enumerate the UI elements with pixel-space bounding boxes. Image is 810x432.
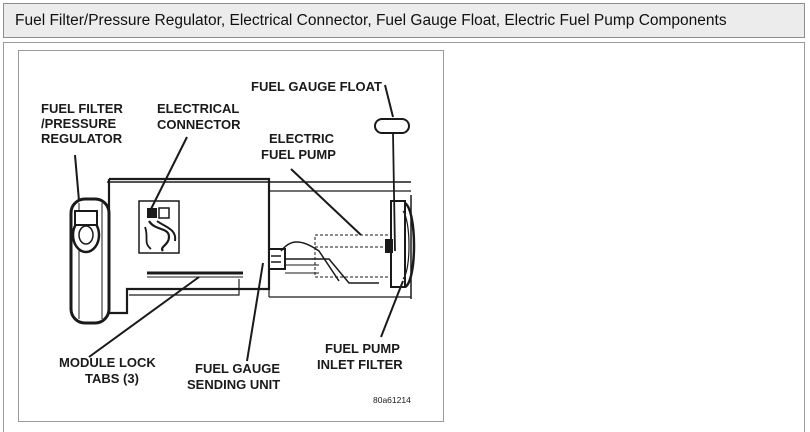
label-fuel-pump-inlet-filter-line2: INLET FILTER	[317, 357, 403, 372]
figure-code: 80a61214	[373, 395, 411, 405]
electrical-connector	[138, 200, 180, 254]
label-fuel-filter-line1: FUEL FILTER	[41, 101, 123, 116]
fuel-gauge-float	[374, 118, 410, 252]
fuel-pump-inlet-filter	[385, 195, 416, 299]
pump-module-drawing	[69, 118, 416, 325]
leader-lines	[74, 84, 404, 362]
label-electrical-connector-line2: CONNECTOR	[157, 117, 241, 132]
label-fuel-filter-line3: REGULATOR	[41, 131, 123, 146]
fuel-gauge-sending-unit	[268, 241, 379, 284]
diagram-figure: FUEL FILTER /PRESSURE REGULATOR ELECTRIC…	[18, 50, 444, 422]
label-fuel-gauge-sending-unit-line1: FUEL GAUGE	[195, 361, 280, 376]
electric-fuel-pump	[314, 234, 394, 278]
fuel-pump-module-diagram: FUEL FILTER /PRESSURE REGULATOR ELECTRIC…	[41, 79, 416, 405]
label-electric-fuel-pump-line2: FUEL PUMP	[261, 147, 336, 162]
page-title: Fuel Filter/Pressure Regulator, Electric…	[15, 11, 727, 29]
label-electric-fuel-pump-line1: ELECTRIC	[269, 131, 335, 146]
label-fuel-pump-inlet-filter-line1: FUEL PUMP	[325, 341, 400, 356]
label-electrical-connector-line1: ELECTRICAL	[157, 101, 239, 116]
label-fuel-filter-line2: /PRESSURE	[41, 116, 116, 131]
label-module-lock-tabs-line1: MODULE LOCK	[59, 355, 156, 370]
title-bar: Fuel Filter/Pressure Regulator, Electric…	[3, 3, 805, 38]
label-module-lock-tabs-line2: TABS (3)	[85, 371, 139, 386]
label-fuel-gauge-sending-unit-line2: SENDING UNIT	[187, 377, 280, 392]
fuel-filter-regulator	[69, 197, 111, 325]
label-fuel-gauge-float: FUEL GAUGE FLOAT	[251, 79, 382, 94]
content-panel: FUEL FILTER /PRESSURE REGULATOR ELECTRIC…	[3, 42, 805, 432]
